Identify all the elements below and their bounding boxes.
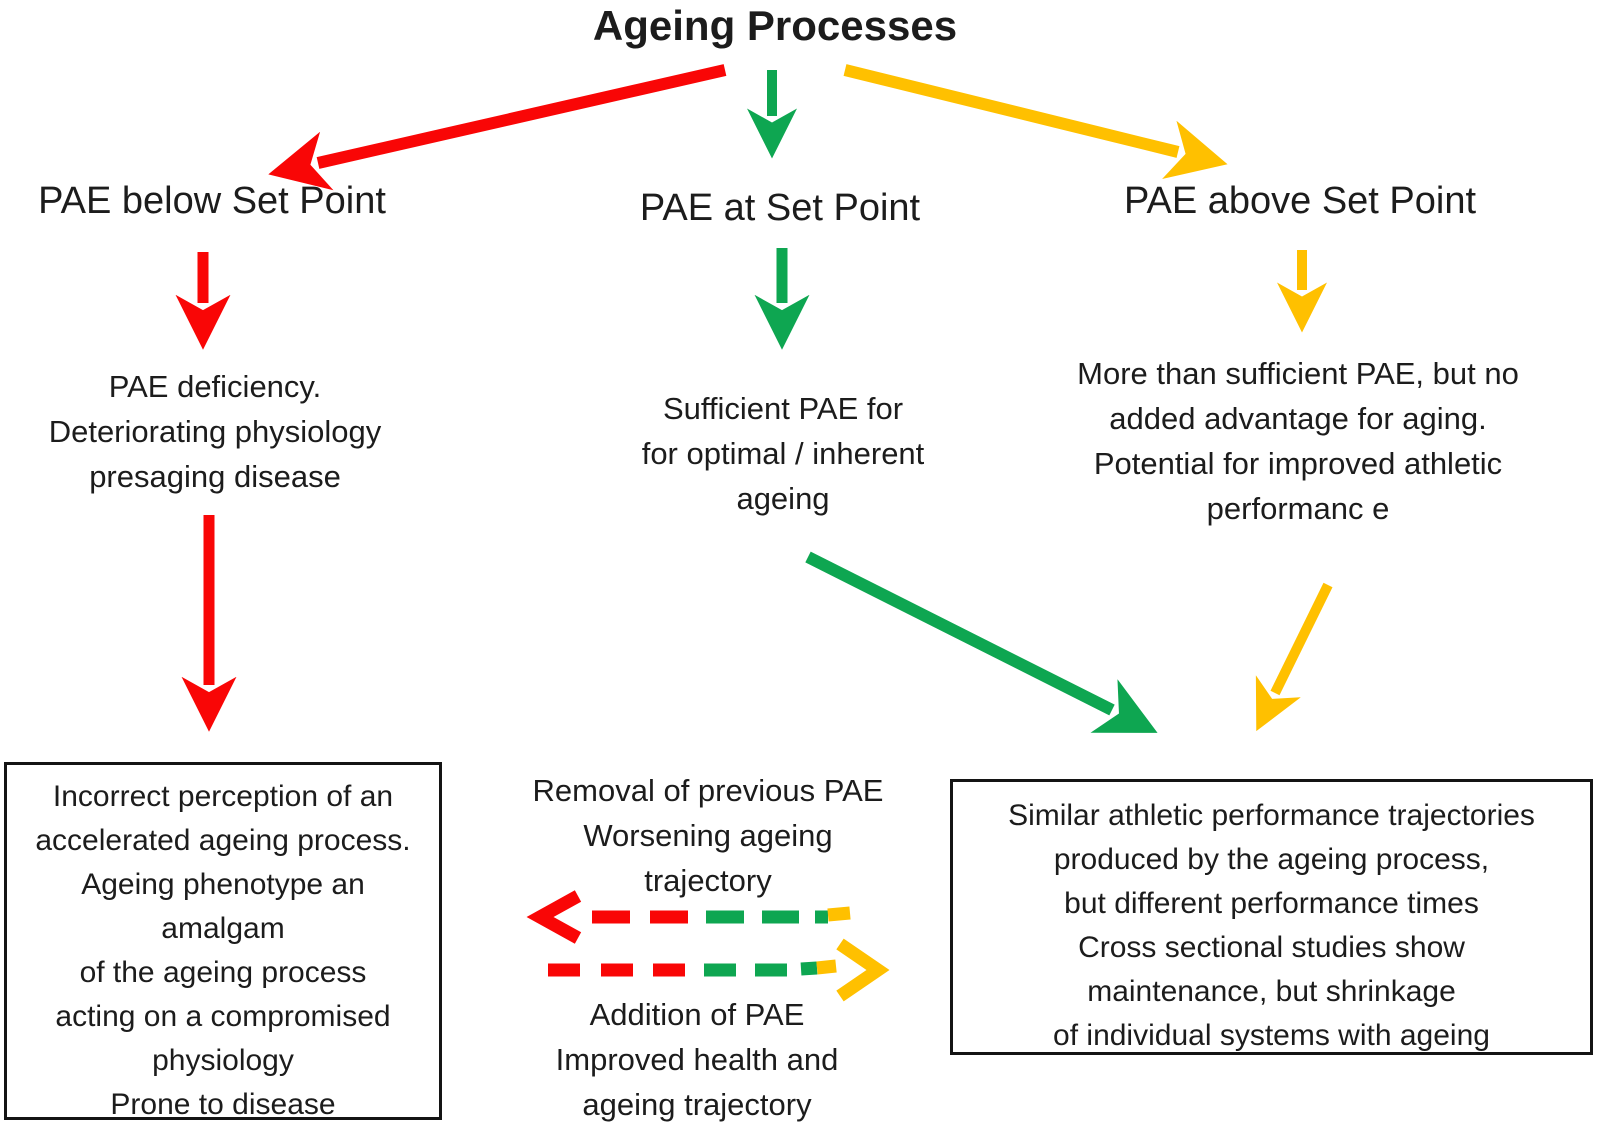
text-line: ageing bbox=[736, 481, 830, 516]
text-line: added advantage for aging. bbox=[1109, 401, 1487, 436]
text-line: Improved health and bbox=[555, 1042, 839, 1077]
description-pae-at: Sufficient PAE for for optimal / inheren… bbox=[583, 386, 983, 521]
text-line: PAE deficiency. bbox=[108, 369, 322, 404]
dash-segment bbox=[800, 961, 818, 976]
dashed-arrow-addition-head bbox=[836, 938, 890, 1002]
text-line: Ageing phenotype an bbox=[81, 868, 365, 901]
legend-removal-text: Removal of previous PAE Worsening ageing… bbox=[508, 768, 908, 903]
dash-segment bbox=[827, 906, 851, 922]
text-line: Potential for improved athletic bbox=[1093, 446, 1503, 481]
legend-addition-text: Addition of PAE Improved health and agei… bbox=[497, 992, 897, 1127]
text-line: presaging disease bbox=[89, 459, 341, 494]
text-line: acting on a compromised bbox=[55, 1000, 391, 1033]
dashed-arrow-removal-head bbox=[526, 890, 582, 944]
text-line: Deteriorating physiology bbox=[48, 414, 382, 449]
text-line: but different performance times bbox=[1064, 887, 1479, 920]
label-pae-below-set-point: PAE below Set Point bbox=[38, 180, 386, 222]
text-line: Sufficient PAE for bbox=[662, 391, 904, 426]
text-line: of individual systems with ageing bbox=[1053, 1019, 1490, 1052]
dashed-arrow-removal bbox=[526, 890, 851, 944]
text-line: Cross sectional studies show bbox=[1078, 931, 1465, 964]
arrow-root-to-below bbox=[268, 64, 727, 191]
text-line: Worsening ageing bbox=[583, 818, 833, 853]
text-line: trajectory bbox=[644, 863, 772, 898]
text-line: Incorrect perception of an bbox=[52, 780, 394, 813]
label-pae-at-set-point: PAE at Set Point bbox=[639, 187, 921, 229]
text-line: Removal of previous PAE bbox=[532, 773, 884, 808]
text-line: More than sufficient PAE, but no bbox=[1077, 356, 1519, 391]
outcome-box-below: Incorrect perception of an accelerated a… bbox=[4, 762, 442, 1121]
arrow-at-to-shared-outcome bbox=[805, 551, 1158, 733]
text-line: accelerated ageing process. bbox=[35, 824, 411, 857]
text-line: produced by the ageing process, bbox=[1053, 843, 1490, 876]
diagram-title: Ageing Processes bbox=[592, 2, 958, 49]
text-line: for optimal / inherent bbox=[641, 436, 925, 471]
dashed-arrow-addition bbox=[548, 938, 890, 1002]
shared-outcome-box: Similar athletic performance trajectorie… bbox=[950, 779, 1593, 1055]
arrow-above-to-shared-outcome bbox=[1255, 582, 1333, 732]
text-line: Addition of PAE bbox=[589, 997, 805, 1032]
text-line: amalgam bbox=[161, 912, 285, 945]
text-line: maintenance, but shrinkage bbox=[1087, 975, 1456, 1008]
description-pae-below: PAE deficiency. Deteriorating physiology… bbox=[15, 364, 415, 499]
dash-segment bbox=[816, 959, 837, 975]
label-pae-above-set-point: PAE above Set Point bbox=[1123, 180, 1477, 222]
text-line: of the ageing process bbox=[79, 956, 367, 989]
text-line: Similar athletic performance trajectorie… bbox=[1008, 799, 1535, 832]
text-line: ageing trajectory bbox=[582, 1087, 812, 1122]
description-pae-above: More than sufficient PAE, but no added a… bbox=[1018, 351, 1578, 531]
text-line: physiology bbox=[152, 1044, 294, 1077]
arrow-root-to-above bbox=[843, 64, 1228, 179]
text-line: Prone to disease bbox=[110, 1088, 336, 1121]
text-line: performanc e bbox=[1206, 491, 1390, 526]
